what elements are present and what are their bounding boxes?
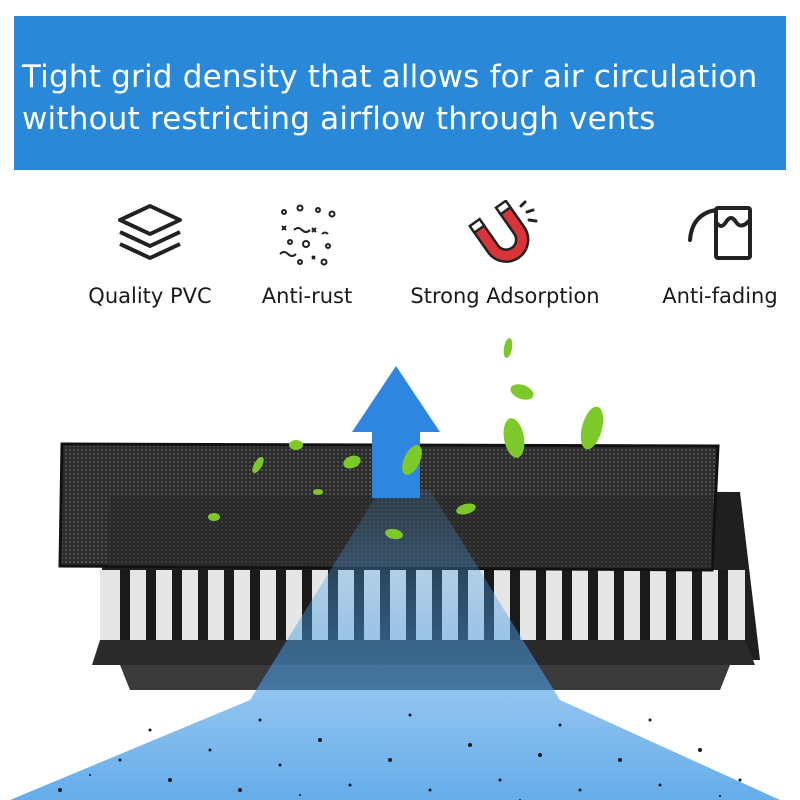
feature-icons-row: Quality PVC Anti-rust bbox=[0, 200, 800, 320]
vent-airflow-illustration bbox=[10, 338, 780, 800]
dust-particles-icon bbox=[279, 204, 336, 266]
dust-particles bbox=[58, 713, 742, 800]
feature-anti-fading: Anti-fading bbox=[645, 200, 795, 308]
feature-quality-pvc: Quality PVC bbox=[70, 200, 230, 308]
layers-icon bbox=[118, 204, 182, 260]
feature-label: Quality PVC bbox=[88, 284, 212, 308]
paint-bucket-icon bbox=[688, 206, 752, 260]
headline-banner bbox=[14, 16, 786, 170]
feature-label: Anti-fading bbox=[662, 284, 778, 308]
feature-anti-rust: Anti-rust bbox=[232, 200, 382, 308]
feature-strong-adsorption: Strong Adsorption bbox=[395, 200, 615, 308]
leaves bbox=[208, 338, 604, 540]
feature-label: Strong Adsorption bbox=[410, 284, 600, 308]
airflow-stream bbox=[10, 490, 780, 800]
headline-text: Tight grid density that allows for air c… bbox=[22, 59, 758, 137]
magnet-icon bbox=[468, 200, 538, 263]
feature-label: Anti-rust bbox=[261, 284, 353, 308]
